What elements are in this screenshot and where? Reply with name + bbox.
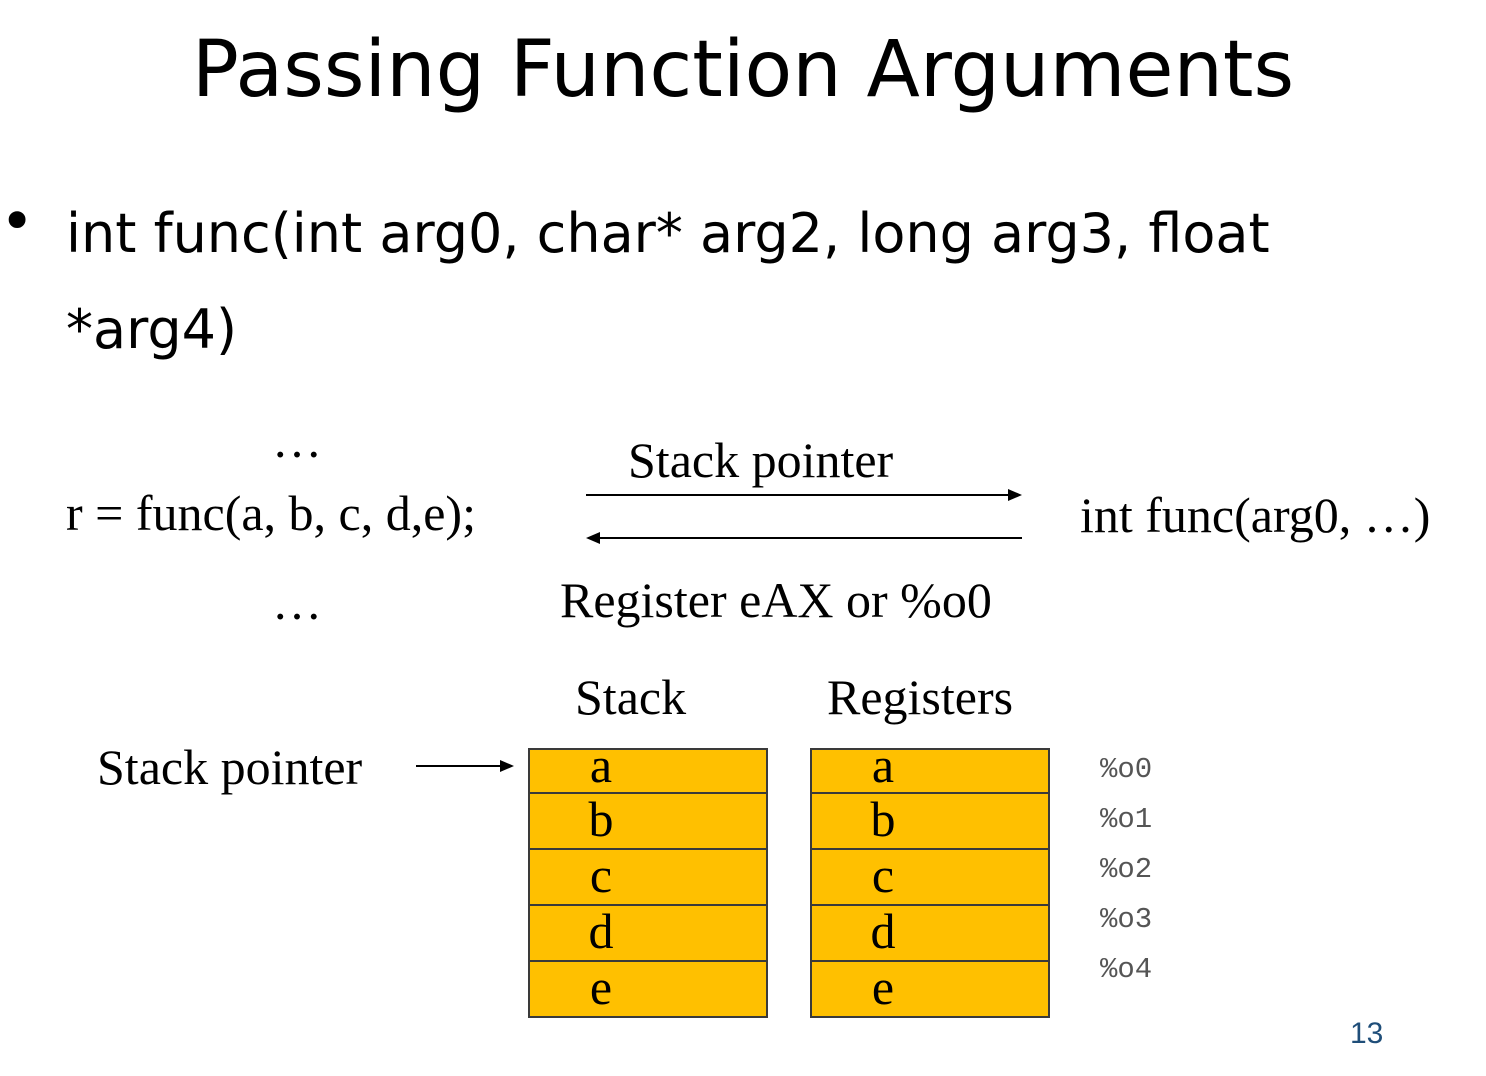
ellipsis-bottom: …	[272, 574, 322, 630]
registers-heading: Registers	[827, 669, 1014, 725]
register-name: %o3	[1100, 903, 1153, 936]
arrow-right-icon	[586, 489, 1022, 501]
function-definition: int func(arg0, …)	[1080, 487, 1431, 543]
stack-pointer-label-2: Stack pointer	[97, 739, 363, 795]
page-number: 13	[1350, 1017, 1384, 1050]
arrow-left-icon	[586, 532, 1022, 544]
register-cell: a	[871, 737, 895, 793]
register-name: %o1	[1100, 803, 1153, 836]
register-name: %o0	[1100, 753, 1153, 786]
register-cell: c	[812, 848, 1048, 904]
register-cells: a b c d e	[810, 737, 1050, 1018]
register-cell: b	[812, 792, 1048, 848]
bullet-marker: •	[0, 187, 35, 255]
stack-cell: e	[530, 960, 766, 1016]
register-name: %o2	[1100, 853, 1153, 886]
stack-cell: d	[530, 904, 766, 960]
call-expression: r = func(a, b, c, d,e);	[66, 485, 476, 541]
ellipsis-top: …	[272, 412, 322, 468]
stack-cell: c	[530, 848, 766, 904]
bullet-text: int func(int arg0, char* arg2, long arg3…	[66, 202, 1270, 361]
register-name: %o4	[1100, 953, 1153, 986]
stack-cell: a	[589, 737, 613, 793]
register-cell: d	[812, 904, 1048, 960]
slide-title: Passing Function Arguments	[191, 25, 1295, 115]
stack-pointer-arrow-icon	[416, 760, 514, 772]
stack-heading: Stack	[575, 669, 687, 725]
register-cell: e	[812, 960, 1048, 1016]
stack-cell: b	[530, 792, 766, 848]
return-register-label: Register eAX or %o0	[560, 572, 992, 628]
stack-cells: a b c d e	[528, 737, 768, 1018]
stack-pointer-label: Stack pointer	[628, 432, 894, 488]
